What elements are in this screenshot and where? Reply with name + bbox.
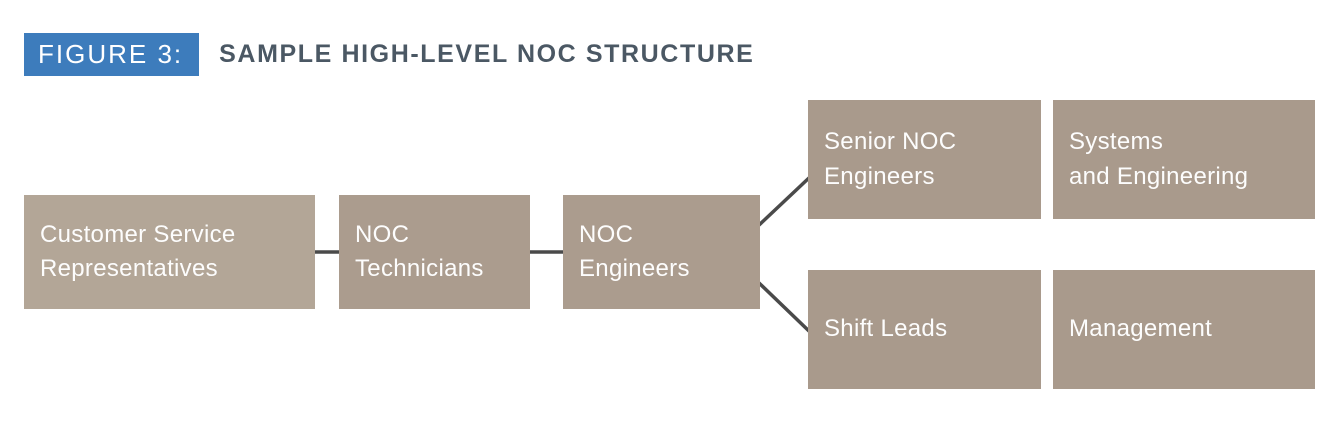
node-senior-noc-engineers: Senior NOC Engineers bbox=[808, 100, 1041, 219]
figure-header: FIGURE 3: SAMPLE HIGH-LEVEL NOC STRUCTUR… bbox=[24, 33, 754, 76]
node-noc-engineers: NOC Engineers bbox=[563, 195, 760, 309]
connector-noc-engineers-to-senior-noc-engineers bbox=[756, 175, 812, 228]
node-label: NOC Technicians bbox=[355, 220, 484, 282]
node-label: Management bbox=[1069, 315, 1213, 343]
node-label: NOC Engineers bbox=[579, 220, 690, 282]
node-customer-service-representatives: Customer Service Representatives bbox=[24, 195, 315, 309]
node-label: Customer Service Representatives bbox=[40, 220, 236, 282]
node-noc-technicians: NOC Technicians bbox=[339, 195, 530, 309]
node-label: Systems and Engineering bbox=[1069, 128, 1249, 190]
figure-number-badge: FIGURE 3: bbox=[24, 33, 200, 76]
figure-title: SAMPLE HIGH-LEVEL NOC STRUCTURE bbox=[219, 40, 755, 68]
node-management: Management bbox=[1053, 270, 1315, 389]
node-label: Shift Leads bbox=[824, 315, 948, 343]
connector-noc-engineers-to-shift-leads bbox=[756, 280, 812, 334]
node-shift-leads: Shift Leads bbox=[808, 270, 1041, 389]
node-systems-and-engineering: Systems and Engineering bbox=[1053, 100, 1315, 219]
node-label: Senior NOC Engineers bbox=[824, 128, 957, 190]
